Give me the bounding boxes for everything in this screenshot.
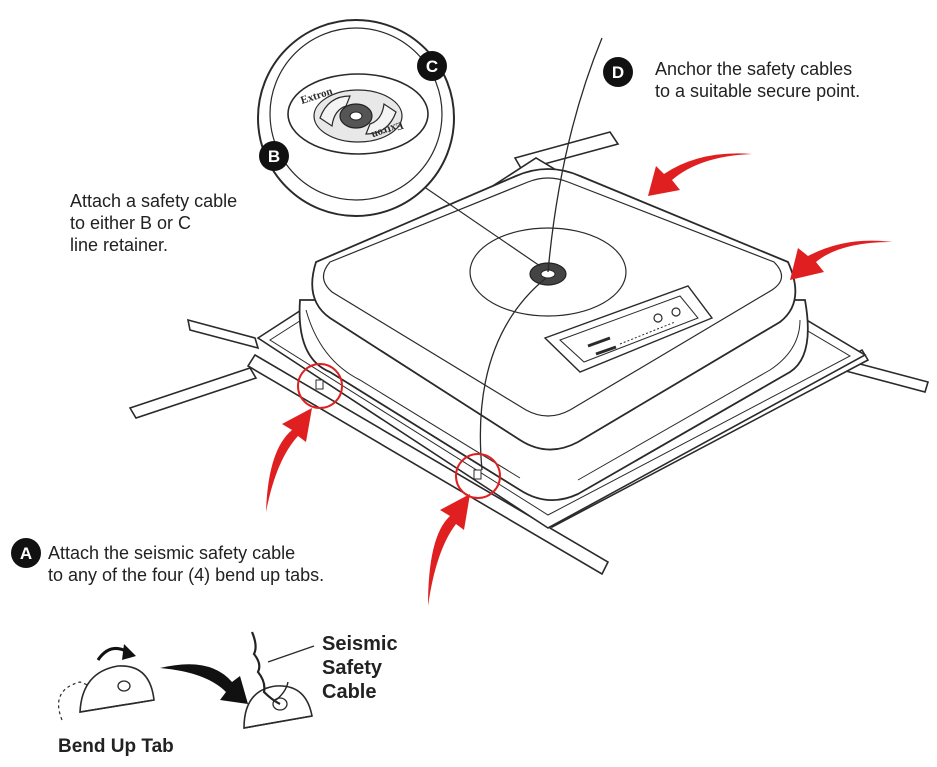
enclosure-top [322, 177, 783, 417]
marker-a: A [11, 538, 41, 568]
tab-highlight-front [455, 453, 501, 499]
enclosure-side-line [305, 309, 521, 479]
safety-cable-d [547, 37, 603, 273]
svg-text:C: C [426, 57, 438, 76]
marker-c: C [417, 51, 447, 81]
red-arrows [266, 153, 892, 606]
red-arrow-top [648, 153, 752, 196]
caption-retainer-line-2: to either B or C [70, 213, 192, 233]
red-arrow-lower-left [266, 408, 312, 512]
red-arrow-lower-center [428, 494, 470, 606]
mount-plate [469, 227, 627, 317]
speaker-enclosure [298, 168, 809, 501]
bend-tab-front [473, 469, 482, 480]
bend-tab-left [315, 379, 324, 390]
line-retainer-b [319, 95, 351, 128]
caption-cable-line-2: Safety [322, 657, 383, 679]
tab-highlight-left [297, 363, 343, 409]
caption-seismic-line-1: Attach the seismic safety cable [48, 543, 296, 563]
red-arrow-right [790, 240, 892, 280]
line-retainer-c [365, 102, 397, 135]
grid-rail-bottom-left [128, 367, 258, 419]
grid-rail-left [186, 318, 260, 350]
caption-cable-line-3: Cable [322, 681, 377, 703]
label-plate [543, 285, 714, 373]
transition-arrow-icon [160, 664, 248, 704]
svg-text:D: D [612, 63, 624, 82]
bend-tab-inset [58, 631, 315, 729]
marker-b: B [259, 141, 289, 171]
caption-cable-line-1: Seismic [322, 633, 398, 655]
caption-retainer-line-1: Attach a safety cable [70, 191, 238, 211]
tab-folded-outline [58, 681, 101, 721]
detail-leader [419, 183, 541, 267]
caption-retainer-line-3: line retainer. [70, 235, 169, 255]
tab-before [79, 665, 155, 713]
seismic-cable-twist [250, 631, 281, 705]
svg-text:B: B [268, 147, 280, 166]
caption-bend-tab: Bend Up Tab [58, 736, 174, 757]
enclosure-side-line-right [577, 319, 801, 481]
cable-leader [267, 645, 315, 663]
caption-seismic-line-2: to any of the four (4) bend up tabs. [48, 565, 325, 585]
svg-text:A: A [20, 544, 32, 563]
safety-cable-a [479, 277, 547, 471]
caption-retainer: Attach a safety cable to either B or C l… [70, 190, 237, 256]
caption-anchor-line-2: to a suitable secure point. [655, 81, 861, 101]
caption-seismic: Attach the seismic safety cable to any o… [48, 542, 324, 586]
marker-d: D [603, 57, 633, 87]
caption-anchor: Anchor the safety cables to a suitable s… [655, 58, 860, 102]
detail-magnifier: Extron Extron [257, 19, 455, 217]
grid-rail-front-left [246, 353, 610, 576]
caption-cable: Seismic Safety Cable [322, 632, 398, 704]
caption-anchor-line-1: Anchor the safety cables [655, 59, 853, 79]
